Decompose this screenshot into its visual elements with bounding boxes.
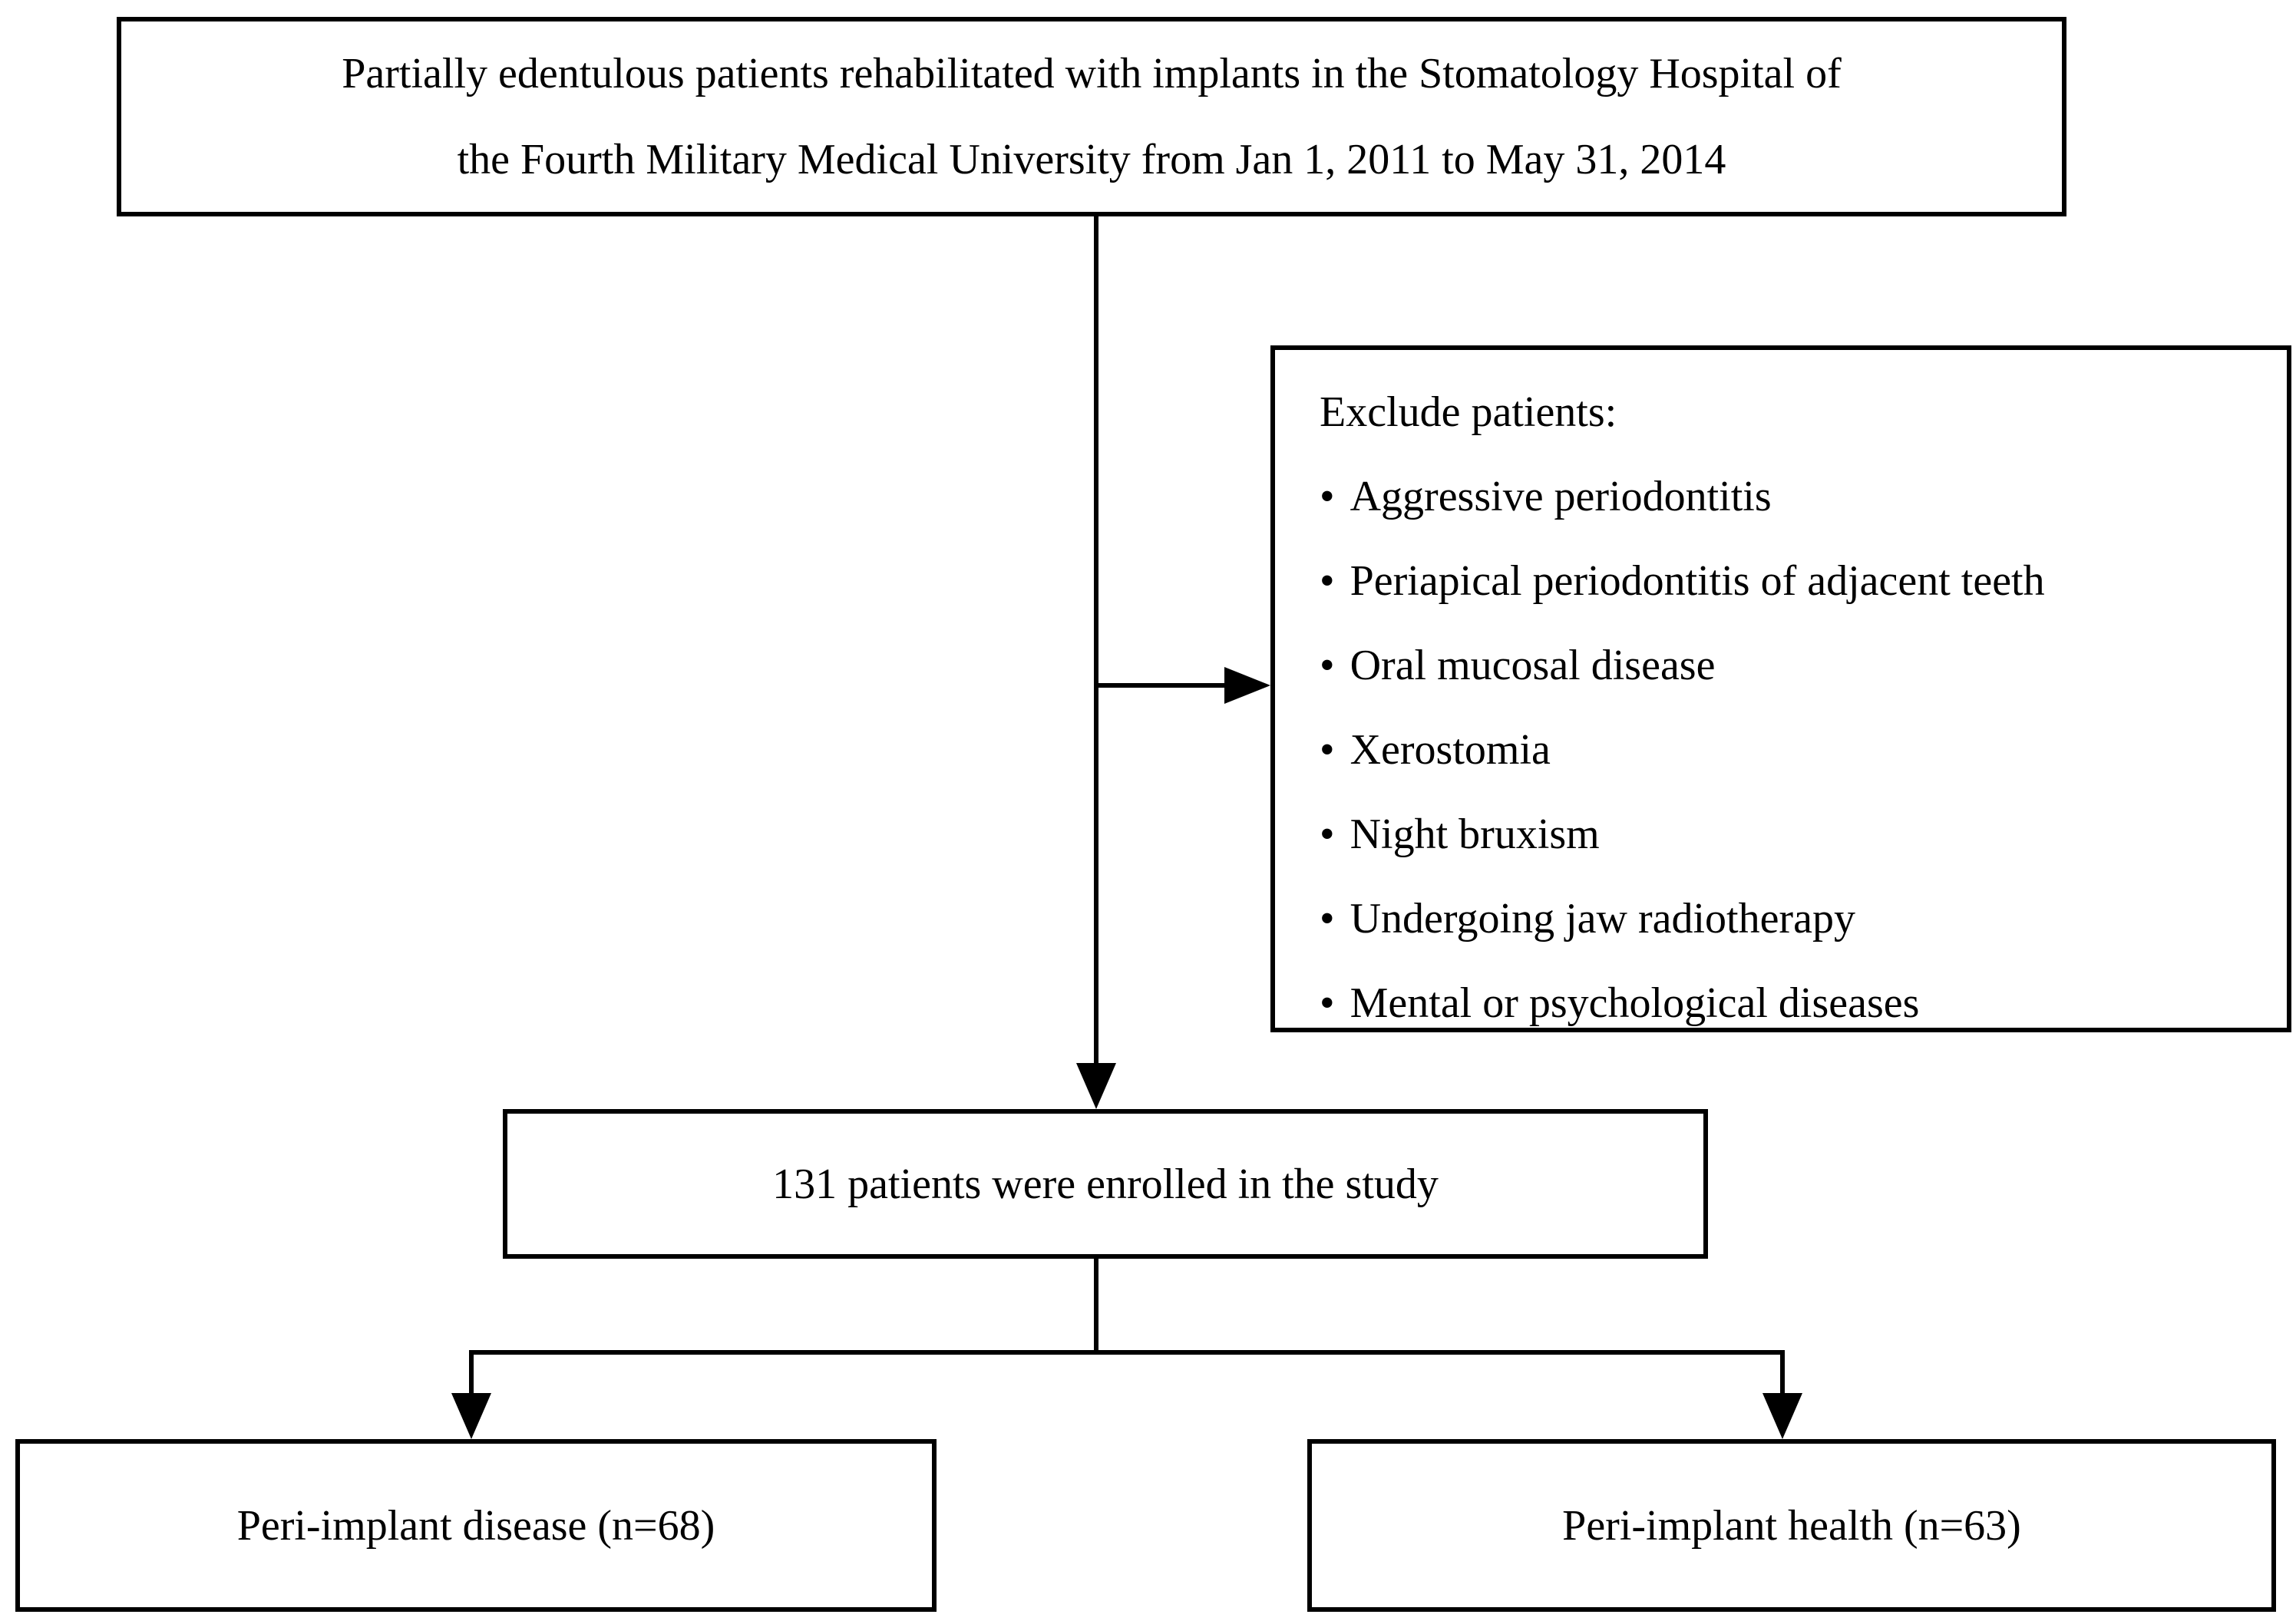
exclude-item-label: Oral mucosal disease: [1350, 642, 1716, 689]
exclude-item: • Oral mucosal disease: [1320, 623, 2264, 708]
exclude-item-label: Xerostomia: [1350, 726, 1551, 774]
source-population-box: Partially edentulous patients rehabilita…: [117, 17, 2066, 216]
peri-implant-health-text: Peri-implant health (n=63): [1562, 1501, 2021, 1550]
arrowhead-right-icon: [1224, 667, 1270, 704]
exclude-item: • Undergoing jaw radiotherapy: [1320, 877, 2264, 961]
exclude-item-label: Aggressive periodontitis: [1350, 473, 1772, 520]
connector-branch-to-disease: [469, 1350, 474, 1400]
exclude-list: • Aggressive periodontitis • Periapical per…: [1320, 454, 2264, 1028]
bullet-icon: •: [1320, 726, 1335, 774]
bullet-icon: •: [1320, 557, 1335, 605]
source-text-line-1: Partially edentulous patients rehabilita…: [342, 50, 1842, 97]
connector-enrolled-to-branch: [1094, 1259, 1098, 1355]
bullet-icon: •: [1320, 642, 1335, 689]
connector-source-to-enrolled: [1094, 216, 1098, 1068]
enrolled-text: 131 patients were enrolled in the study: [772, 1160, 1439, 1208]
exclude-item-label: Periapical periodontitis of adjacent tee…: [1350, 557, 2045, 605]
exclude-item: • Mental or psychological diseases: [1320, 961, 2264, 1028]
exclusion-title: Exclude patients:: [1320, 388, 1617, 436]
exclude-item-label: Mental or psychological diseases: [1350, 979, 1920, 1027]
bullet-icon: •: [1320, 979, 1335, 1027]
bullet-icon: •: [1320, 473, 1335, 520]
peri-implant-disease-box: Peri-implant disease (n=68): [15, 1439, 937, 1612]
source-population-text: Partially edentulous patients rehabilita…: [121, 31, 2062, 203]
exclude-item: • Night bruxism: [1320, 792, 2264, 877]
connector-branch-to-health: [1780, 1350, 1785, 1400]
exclude-item: • Xerostomia: [1320, 708, 2264, 792]
exclude-item: • Aggressive periodontitis: [1320, 454, 2264, 539]
peri-implant-disease-text: Peri-implant disease (n=68): [236, 1501, 715, 1550]
arrowhead-down-icon: [1076, 1063, 1116, 1109]
exclusion-criteria-box: Exclude patients: • Aggressive periodonti…: [1270, 345, 2291, 1032]
branch-horizontal-line: [469, 1350, 1785, 1355]
arrowhead-down-icon: [1762, 1393, 1802, 1439]
peri-implant-health-box: Peri-implant health (n=63): [1307, 1439, 2276, 1612]
connector-to-exclusions: [1096, 683, 1231, 688]
exclusion-content: Exclude patients: • Aggressive periodonti…: [1275, 350, 2287, 1028]
exclude-item-label: Undergoing jaw radiotherapy: [1350, 895, 1855, 943]
exclude-item-label: Night bruxism: [1350, 810, 1600, 858]
bullet-icon: •: [1320, 895, 1335, 943]
exclude-item: • Periapical periodontitis of adjacent te…: [1320, 539, 2264, 623]
bullet-icon: •: [1320, 810, 1335, 858]
enrolled-box: 131 patients were enrolled in the study: [503, 1109, 1708, 1259]
arrowhead-down-icon: [451, 1393, 491, 1439]
source-text-line-2: the Fourth Military Medical University f…: [457, 136, 1726, 183]
